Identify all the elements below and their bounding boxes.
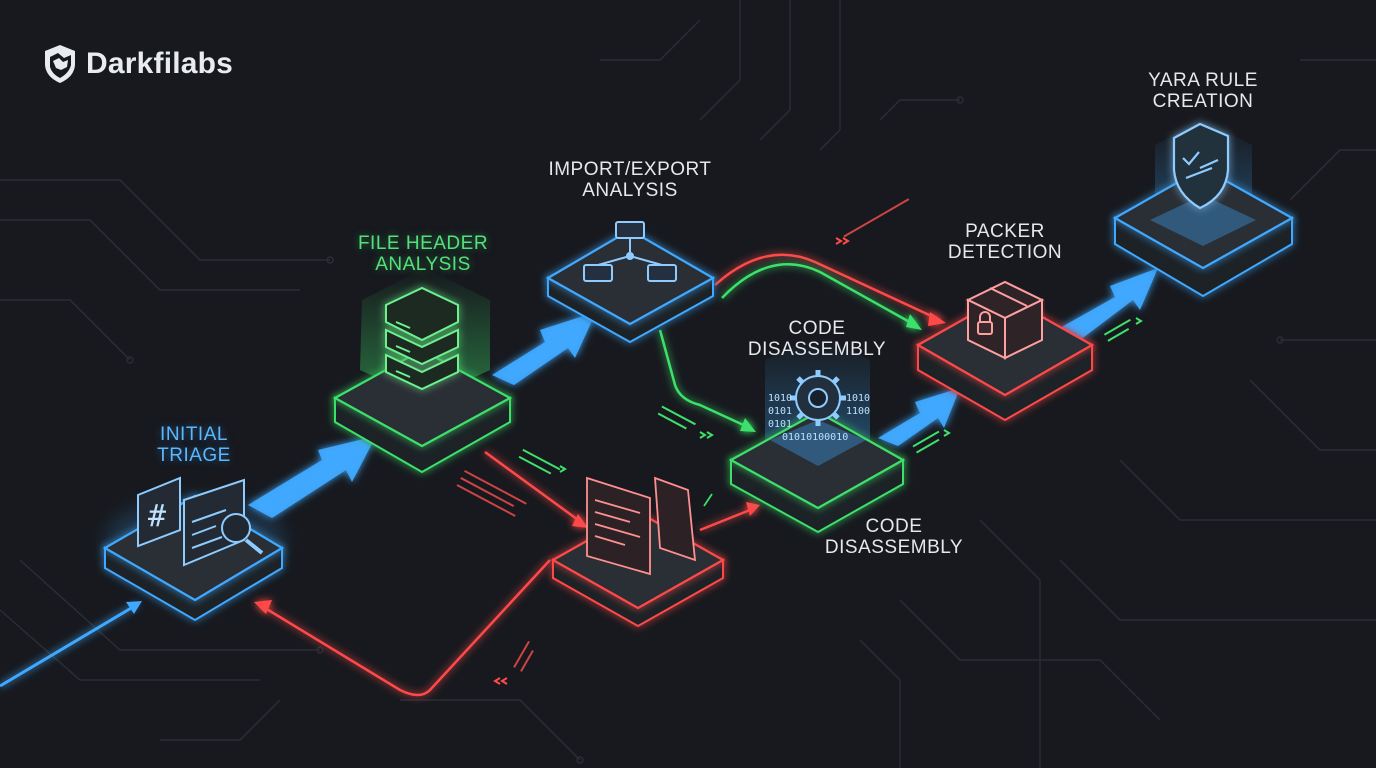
brand-name: Darkfilabs: [86, 47, 234, 80]
green-arrow-import-to-disasm: [658, 329, 751, 430]
label-initial-triage: INITIAL TRIAGE: [157, 424, 231, 466]
label-code-disassembly-top: CODE DISASSEMBLY: [747, 318, 887, 360]
label-code-disassembly: CODE DISASSEMBLY: [824, 516, 964, 558]
locked-box-icon: [965, 280, 1045, 360]
network-nodes-icon: [583, 221, 677, 282]
svg-text:#: #: [148, 499, 166, 534]
green-connectors: [658, 263, 916, 430]
code-document-icon: [586, 476, 713, 576]
node-code-disassembly: 1010 1010 0101 1100 0101 01010100010: [728, 335, 906, 534]
blue-arrow-disasm-to-packer: [878, 388, 960, 446]
node-import-export: [545, 221, 716, 344]
binary-row: 01010100010: [782, 432, 848, 443]
red-arrow-triage-return: [259, 559, 551, 697]
red-arrow-import-to-packer: [714, 253, 941, 322]
green-arrow-import-to-packer: [721, 263, 916, 327]
binary-row: 1010: [846, 393, 870, 404]
blue-arrow-input: [0, 602, 139, 688]
binary-row: 1100: [846, 406, 870, 417]
red-arrowheads: [254, 312, 946, 614]
binary-row: 1010: [768, 393, 792, 404]
node-file-header: [332, 268, 513, 474]
shield-check-icon: [1172, 122, 1230, 210]
brand-logo: Darkfilabs: [42, 42, 233, 86]
blue-arrow-header-to-import: [492, 312, 596, 385]
blue-arrow-triage-to-header: [248, 436, 376, 518]
binary-row: 0101: [768, 406, 792, 417]
node-initial-triage: #: [102, 476, 285, 622]
hashtag-magnifier-icon: #: [137, 476, 264, 567]
server-stack-icon: [385, 286, 459, 391]
shield-map-icon: [45, 45, 75, 83]
label-file-header: FILE HEADER ANALYSIS: [357, 233, 489, 275]
red-arrow-doc-to-disasm: [699, 506, 756, 532]
label-packer-detection: PACKER DETECTION: [947, 221, 1063, 263]
label-import-export: IMPORT/EXPORT ANALYSIS: [548, 159, 712, 201]
binary-row: 0101: [768, 419, 792, 430]
tiny-annotations: [456, 198, 1143, 685]
blue-arrow-packer-to-yara: [1060, 268, 1158, 340]
label-yara-rule: YARA RULE CREATION: [1148, 70, 1258, 112]
node-yara-rule: [1112, 120, 1295, 298]
red-arrow-header-to-doc: [484, 450, 586, 527]
gear-binary-icon: [790, 370, 846, 426]
node-code-document: [550, 476, 726, 628]
node-packer-detection: [915, 280, 1095, 422]
blue-flow-arrows: [0, 268, 1158, 688]
red-connectors: [259, 253, 941, 697]
